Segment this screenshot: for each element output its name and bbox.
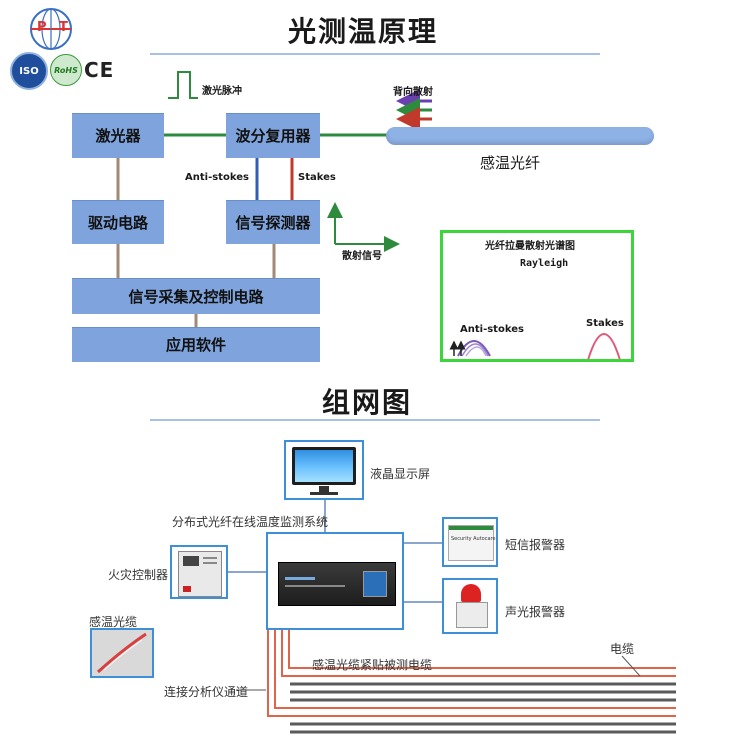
fire-controller-label: 火灾控制器 xyxy=(108,568,169,582)
ce-logo: CE xyxy=(84,58,115,82)
pt-logo: P T xyxy=(28,6,74,52)
attach-label: 感温光缆紧贴被测电缆 xyxy=(312,658,433,672)
principle-title-rule xyxy=(150,53,600,55)
cable-label-pointer xyxy=(621,655,641,677)
iso-logo: ISO xyxy=(10,52,48,90)
spectrum-title: 光纤拉曼散射光谱图 xyxy=(485,241,575,252)
rohs-logo-text: RoHS xyxy=(54,65,78,75)
backscatter-label: 背向散射 xyxy=(393,87,433,98)
channel-label: 连接分析仪通道 xyxy=(164,685,249,699)
spectrum-stokes-label: Stakes xyxy=(586,318,624,329)
sound-alarm-frame xyxy=(442,578,498,634)
fiber-tube xyxy=(386,127,654,145)
rohs-logo: RoHS xyxy=(50,54,82,86)
acquisition-box: 信号采集及控制电路 xyxy=(72,278,320,314)
system-label: 分布式光纤在线温度监测系统 xyxy=(172,515,329,529)
pulse-label: 激光脉冲 xyxy=(202,86,242,97)
sms-alarm-label: 短信报警器 xyxy=(505,538,566,552)
scatter-signal-label: 散射信号 xyxy=(342,251,382,262)
pt-logo-text: P T xyxy=(37,20,72,35)
anti-stokes-curve-2 xyxy=(461,343,489,357)
network-title-rule xyxy=(150,419,600,421)
system-frame xyxy=(266,532,404,630)
fire-controller-icon xyxy=(178,551,222,597)
stokes-curve xyxy=(587,333,621,361)
fiber-cable-4 xyxy=(288,630,676,669)
fiber-cable-icon xyxy=(96,632,147,674)
lcd-label: 液晶显示屏 xyxy=(370,467,431,481)
sound-alarm-icon xyxy=(454,584,488,630)
lcd-frame xyxy=(284,440,364,500)
driver-box: 驱动电路 xyxy=(72,200,164,244)
detector-box: 信号探测器 xyxy=(226,200,320,244)
wdm-box: 波分复用器 xyxy=(226,113,320,158)
anti-stokes-curve-3 xyxy=(465,346,487,357)
sound-alarm-label: 声光报警器 xyxy=(505,605,566,619)
iso-logo-text: ISO xyxy=(19,65,39,77)
sms-alarm-icon: Security Autocare xyxy=(448,525,496,561)
fire-controller-frame xyxy=(170,545,228,599)
principle-title: 光测温原理 xyxy=(288,15,439,48)
anti-stokes-label: Anti-stokes xyxy=(185,172,249,183)
fiber-cable-label: 感温光缆 xyxy=(89,615,138,629)
fiber-cable-1 xyxy=(267,630,676,717)
stokes-label: Stakes xyxy=(298,172,336,183)
fiber-cable-3 xyxy=(281,630,676,677)
laser-box: 激光器 xyxy=(72,113,164,158)
spectrum-anti-stokes-label: Anti-stokes xyxy=(460,324,524,335)
spectrum-rayleigh-label: Rayleigh xyxy=(520,258,569,269)
lcd-monitor-icon xyxy=(292,447,356,485)
analyzer-device-icon xyxy=(278,562,396,606)
fiber-cable-frame xyxy=(90,628,154,678)
network-title: 组网图 xyxy=(322,386,413,419)
software-box: 应用软件 xyxy=(72,327,320,362)
sms-device-text: Security Autocare xyxy=(451,536,496,542)
fiber-label: 感温光纤 xyxy=(480,154,541,172)
spectrum-frame xyxy=(440,230,634,362)
sms-alarm-frame: Security Autocare xyxy=(442,517,498,567)
fiber-cable-2 xyxy=(274,630,676,709)
cable-label: 电缆 xyxy=(610,642,635,656)
pulse-symbol xyxy=(168,71,198,99)
